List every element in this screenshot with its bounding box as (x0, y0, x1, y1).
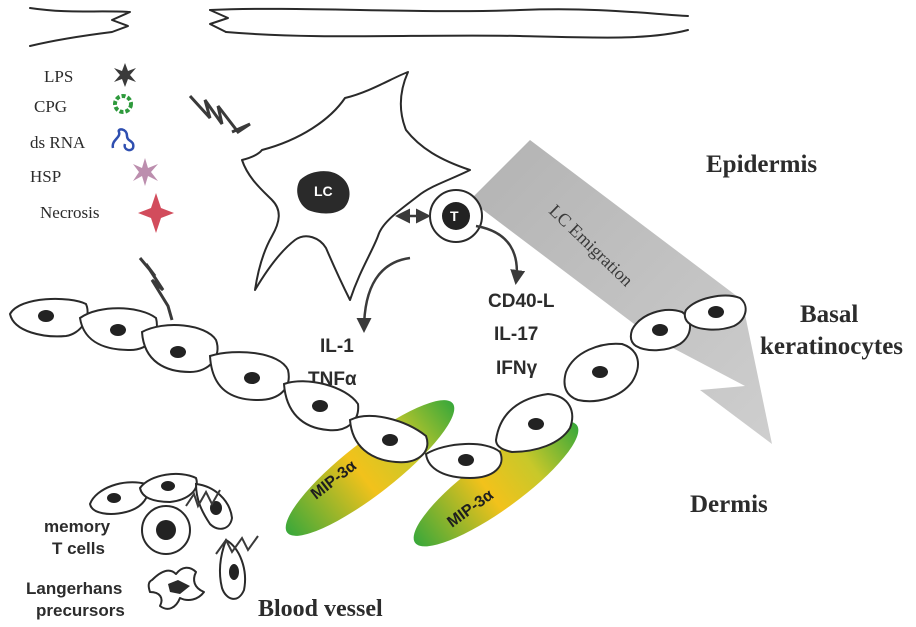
legend-label-hsp: HSP (30, 167, 61, 186)
lightning-signal-lower (140, 258, 172, 320)
cytokine-il17: IL-17 (494, 324, 538, 345)
arrow-to-il1 (364, 258, 410, 330)
cytokines-right: CD40-L IL-17 IFNγ (488, 291, 555, 379)
region-label-dermis: Dermis (690, 491, 768, 518)
cytokine-cd40l: CD40-L (488, 291, 555, 312)
keratinocyte (10, 299, 88, 336)
lc-label: LC (314, 183, 333, 199)
langerhans-cell: LC (242, 72, 470, 300)
langerhans-precursor-cell (149, 568, 204, 609)
t-cell-label: T (450, 208, 459, 224)
cytokine-il1: IL-1 (320, 336, 354, 357)
arrow-to-cd40l (476, 226, 517, 282)
skin-surface (30, 8, 688, 46)
legend-label-necrosis: Necrosis (40, 203, 99, 222)
label-t-cells: T cells (52, 539, 105, 558)
keratinocyte (142, 325, 218, 372)
red-four-point-star-icon (138, 193, 174, 233)
region-label-epidermis: Epidermis (706, 151, 817, 178)
green-ring-icon (115, 96, 131, 112)
label-precursors: precursors (36, 601, 125, 620)
label-blood-vessel: Blood vessel (258, 596, 383, 622)
label-memory: memory (44, 517, 111, 536)
cytokine-ifng: IFNγ (496, 358, 538, 379)
region-label-basal: Basal (800, 301, 858, 328)
legend: LPS CPG ds RNA HSP Necrosis (30, 63, 174, 233)
star-burst-icon (114, 63, 136, 87)
keratinocyte (210, 352, 289, 400)
lightning-signal-upper (190, 96, 250, 132)
legend-label-cpg: CPG (34, 97, 67, 116)
keratinocyte (565, 344, 638, 401)
keratinocyte (426, 444, 502, 478)
blue-coil-icon (113, 129, 134, 150)
pink-star-icon (133, 158, 158, 186)
region-label-keratinocytes: keratinocytes (760, 333, 903, 360)
label-langerhans: Langerhans (26, 579, 122, 598)
legend-label-dsrna: ds RNA (30, 133, 86, 152)
legend-label-lps: LPS (44, 67, 73, 86)
t-cell: T (430, 190, 482, 242)
